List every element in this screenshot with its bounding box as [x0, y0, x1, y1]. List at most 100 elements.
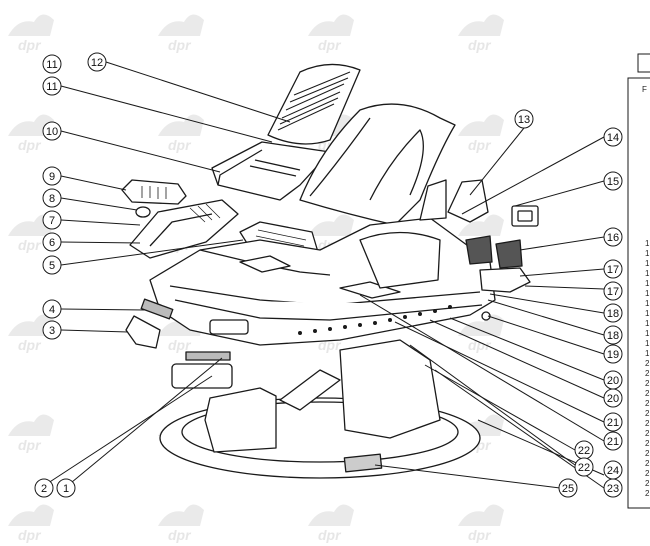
svg-text:23: 23 — [607, 483, 619, 495]
panel-row-label: 2 — [645, 469, 650, 478]
panel-row-label: 1 — [645, 269, 650, 278]
svg-text:22: 22 — [578, 445, 590, 457]
panel-row-label: 1 — [645, 349, 650, 358]
callout-2: 2 — [34, 478, 54, 498]
part-3-light — [125, 315, 161, 349]
panel-row-label: 2 — [645, 419, 650, 428]
callout-3: 3 — [42, 320, 62, 340]
svg-text:13: 13 — [518, 114, 530, 126]
callout-24: 24 — [603, 460, 623, 480]
part-14-cover — [419, 179, 447, 221]
panel-row-label: 2 — [645, 489, 650, 498]
svg-text:6: 6 — [49, 237, 55, 249]
panel-row-label: 2 — [645, 479, 650, 488]
callout-10: 10 — [42, 121, 62, 141]
panel-row-label: 1 — [645, 329, 650, 338]
part-13-cover — [447, 179, 489, 223]
svg-text:10: 10 — [46, 126, 58, 138]
svg-text:3: 3 — [49, 325, 55, 337]
svg-text:24: 24 — [607, 465, 619, 477]
svg-text:16: 16 — [607, 232, 619, 244]
panel-row-label: 2 — [645, 389, 650, 398]
panel-row-label: 1 — [645, 239, 650, 248]
callout-9: 9 — [42, 166, 62, 186]
panel-row-label: 1 — [645, 259, 650, 268]
panel-row-label: 2 — [645, 449, 650, 458]
svg-text:19: 19 — [607, 349, 619, 361]
part-16-pad — [465, 235, 493, 265]
callout-25: 25 — [558, 478, 578, 498]
chassis-base — [159, 339, 481, 479]
callout-17-alt: 17 — [603, 281, 623, 301]
callout-16: 16 — [603, 227, 623, 247]
callout-18-alt: 18 — [603, 325, 623, 345]
panel-row-label: 2 — [645, 409, 650, 418]
svg-text:7: 7 — [49, 215, 55, 227]
panel-row-label: 2 — [645, 459, 650, 468]
svg-text:8: 8 — [49, 193, 55, 205]
callout-21: 21 — [603, 412, 623, 432]
svg-text:22: 22 — [578, 462, 590, 474]
callout-19: 19 — [603, 344, 623, 364]
callout-5: 5 — [42, 255, 62, 275]
svg-text:25: 25 — [562, 483, 574, 495]
svg-text:2: 2 — [41, 483, 47, 495]
svg-text:17: 17 — [607, 286, 619, 298]
callout-20-alt: 20 — [603, 388, 623, 408]
part-17-cap — [479, 267, 531, 293]
part-8-knob — [135, 206, 151, 218]
callout-12: 12 — [87, 52, 107, 72]
part-1-strip — [185, 351, 231, 361]
callout-21-alt: 21 — [603, 431, 623, 451]
callout-13: 13 — [514, 109, 534, 129]
callout-17: 17 — [603, 259, 623, 279]
watermark-label: dpr — [18, 37, 42, 53]
svg-text:5: 5 — [49, 260, 55, 272]
callout-23: 23 — [603, 478, 623, 498]
panel-row-label: 1 — [645, 309, 650, 318]
panel-row-label: 1 — [645, 299, 650, 308]
panel-row-label: 2 — [645, 369, 650, 378]
callout-7: 7 — [42, 210, 62, 230]
callout-22-alt: 22 — [574, 457, 594, 477]
callout-11: 11 — [42, 54, 62, 74]
callout-20: 20 — [603, 370, 623, 390]
svg-text:17: 17 — [607, 264, 619, 276]
car-body — [149, 217, 496, 346]
panel-row-label: 2 — [645, 379, 650, 388]
panel-row-label: 1 — [645, 279, 650, 288]
part-15-frame — [511, 205, 539, 227]
part-6-front-panel — [129, 199, 239, 259]
svg-text:15: 15 — [607, 176, 619, 188]
backrest-cushion — [267, 63, 361, 145]
svg-text:11: 11 — [46, 81, 57, 93]
callout-6: 6 — [42, 232, 62, 252]
part-2-lamp — [171, 363, 233, 389]
panel-row-label: 1 — [645, 249, 650, 258]
panel-header: F — [642, 85, 647, 94]
callout-1: 1 — [56, 478, 76, 498]
svg-text:14: 14 — [607, 132, 619, 144]
panel-row-label: 2 — [645, 439, 650, 448]
svg-text:11: 11 — [46, 59, 57, 71]
svg-text:21: 21 — [607, 436, 619, 448]
callout-15: 15 — [603, 171, 623, 191]
svg-text:18: 18 — [607, 308, 619, 320]
callout-22: 22 — [574, 440, 594, 460]
part-19-bolt — [481, 311, 491, 321]
panel-row-label: 1 — [645, 289, 650, 298]
panel-row-label: 1 — [645, 339, 650, 348]
callout-18: 18 — [603, 303, 623, 323]
svg-text:21: 21 — [607, 417, 619, 429]
callout-4: 4 — [42, 299, 62, 319]
svg-text:12: 12 — [91, 57, 103, 69]
seat-cushion — [211, 141, 331, 201]
panel-row-label: 1 — [645, 319, 650, 328]
part-4-strip — [140, 298, 174, 320]
svg-text:20: 20 — [607, 393, 619, 405]
svg-text:4: 4 — [49, 304, 55, 316]
panel-row-label: 2 — [645, 359, 650, 368]
svg-text:18: 18 — [607, 330, 619, 342]
